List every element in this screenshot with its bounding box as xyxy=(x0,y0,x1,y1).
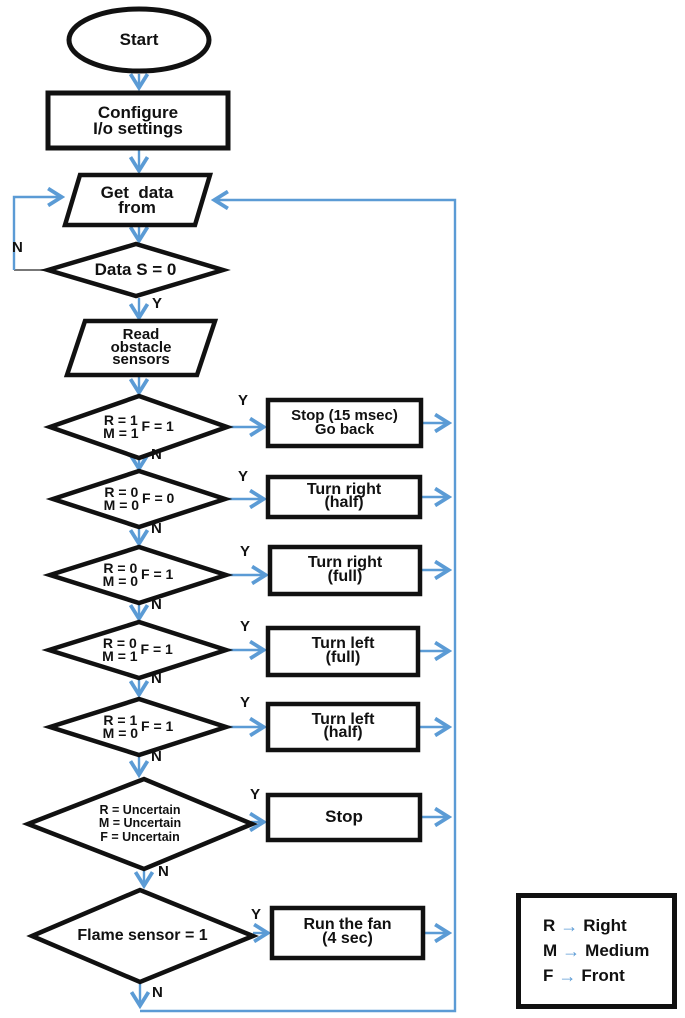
edge-label-no-d5: N xyxy=(151,748,162,765)
edge-label-yes-d5: Y xyxy=(240,694,251,711)
edge-label-no-d6: N xyxy=(158,863,169,880)
action-7-box xyxy=(269,905,426,961)
edge-label-no-d4: N xyxy=(151,670,162,687)
legend-row-front: F → Front xyxy=(543,966,672,986)
edge-label-yes-d7: Y xyxy=(251,906,262,923)
action-6-box xyxy=(265,792,423,843)
edge-label-no-loop: N xyxy=(12,239,23,256)
edge-label-yes-d4: Y xyxy=(240,618,251,635)
legend-arrow-icon: → xyxy=(562,941,581,961)
edge-label-yes-d3: Y xyxy=(240,543,251,560)
start-terminator xyxy=(66,6,212,74)
edge-label-no-d3: N xyxy=(151,596,162,613)
action-2-box xyxy=(265,474,423,520)
edge-label-yes-d6: Y xyxy=(250,786,261,803)
edge-label-yes-d1: Y xyxy=(238,392,249,409)
decision-4-diamond xyxy=(41,619,234,681)
legend-box: R → Right M → Medium F → Front xyxy=(516,893,677,1009)
legend-arrow-icon: → xyxy=(558,966,577,986)
legend-key-m: M xyxy=(543,941,558,960)
get-data-io-parallelogram xyxy=(61,172,214,228)
edge-label-yes-data: Y xyxy=(152,295,163,312)
decision-6-diamond xyxy=(21,776,258,872)
edge-label-no-d7: N xyxy=(152,984,163,1001)
decision-2-diamond xyxy=(45,468,233,530)
legend-name-medium: Medium xyxy=(585,941,650,960)
legend-key-f: F xyxy=(543,966,554,985)
decision-3-diamond xyxy=(42,544,234,606)
legend-row-medium: M → Medium xyxy=(543,941,672,961)
read-sensors-io-parallelogram xyxy=(63,318,219,378)
decision-7-diamond xyxy=(26,887,259,985)
edge-label-yes-d2: Y xyxy=(238,468,249,485)
edge-label-no-d1: N xyxy=(151,446,162,463)
decision-1-diamond xyxy=(43,393,234,461)
legend-name-front: Front xyxy=(581,966,625,985)
action-1-box xyxy=(265,397,424,449)
action-5-box xyxy=(265,701,421,753)
legend-key-r: R xyxy=(543,916,556,935)
action-4-box xyxy=(265,625,421,678)
edge-label-no-d2: N xyxy=(151,520,162,537)
decision-5-diamond xyxy=(42,696,234,758)
data-check-diamond xyxy=(40,241,231,299)
action-3-box xyxy=(267,544,423,597)
legend-arrow-icon: → xyxy=(560,916,579,936)
legend-name-right: Right xyxy=(583,916,627,935)
configure-process-box xyxy=(45,90,231,151)
legend-row-right: R → Right xyxy=(543,916,672,936)
